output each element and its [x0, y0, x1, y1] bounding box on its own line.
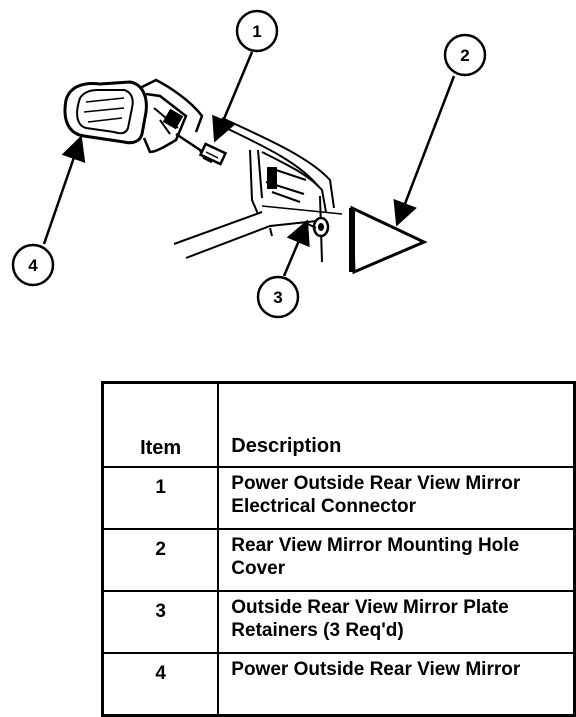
item-number: 2 — [101, 528, 220, 592]
item-column-header: Item — [101, 381, 220, 468]
item-description: Power Outside Rear View Mirror — [217, 652, 576, 717]
table-row: 2 Rear View Mirror Mounting Hole Cover — [101, 528, 576, 592]
mounting-hole-cover-drawing — [349, 205, 428, 275]
item-description: Outside Rear View Mirror Plate Retainers… — [217, 590, 576, 654]
description-column-header: Description — [217, 381, 576, 468]
item-number: 3 — [101, 590, 220, 654]
item-number: 4 — [101, 652, 220, 717]
item-number: 1 — [101, 466, 220, 530]
plate-retainers-drawing — [303, 216, 330, 238]
mirror-assembly-drawing — [63, 78, 228, 166]
callout-4-label: 4 — [28, 256, 38, 275]
item-description: Power Outside Rear View Mirror Electrica… — [217, 466, 576, 530]
callout-2-label: 2 — [460, 46, 469, 65]
table-row: 3 Outside Rear View Mirror Plate Retaine… — [101, 590, 576, 654]
table-row: 4 Power Outside Rear View Mirror — [101, 652, 576, 717]
door-frame-drawing — [173, 117, 343, 263]
leader-lines — [42, 51, 456, 277]
table-header-row: Item Description — [101, 381, 576, 468]
callout-3-label: 3 — [273, 288, 282, 307]
table-row: 1 Power Outside Rear View Mirror Electri… — [101, 466, 576, 530]
mirror-exploded-diagram: 1 2 3 4 — [11, 9, 487, 319]
callout-3: 3 — [256, 275, 300, 319]
callout-1: 1 — [235, 9, 279, 53]
callout-1-label: 1 — [252, 22, 261, 41]
callout-2: 2 — [443, 33, 487, 77]
parts-legend-table: Item Description 1 Power Outside Rear Vi… — [101, 381, 576, 717]
item-description: Rear View Mirror Mounting Hole Cover — [217, 528, 576, 592]
callout-4: 4 — [11, 243, 55, 287]
